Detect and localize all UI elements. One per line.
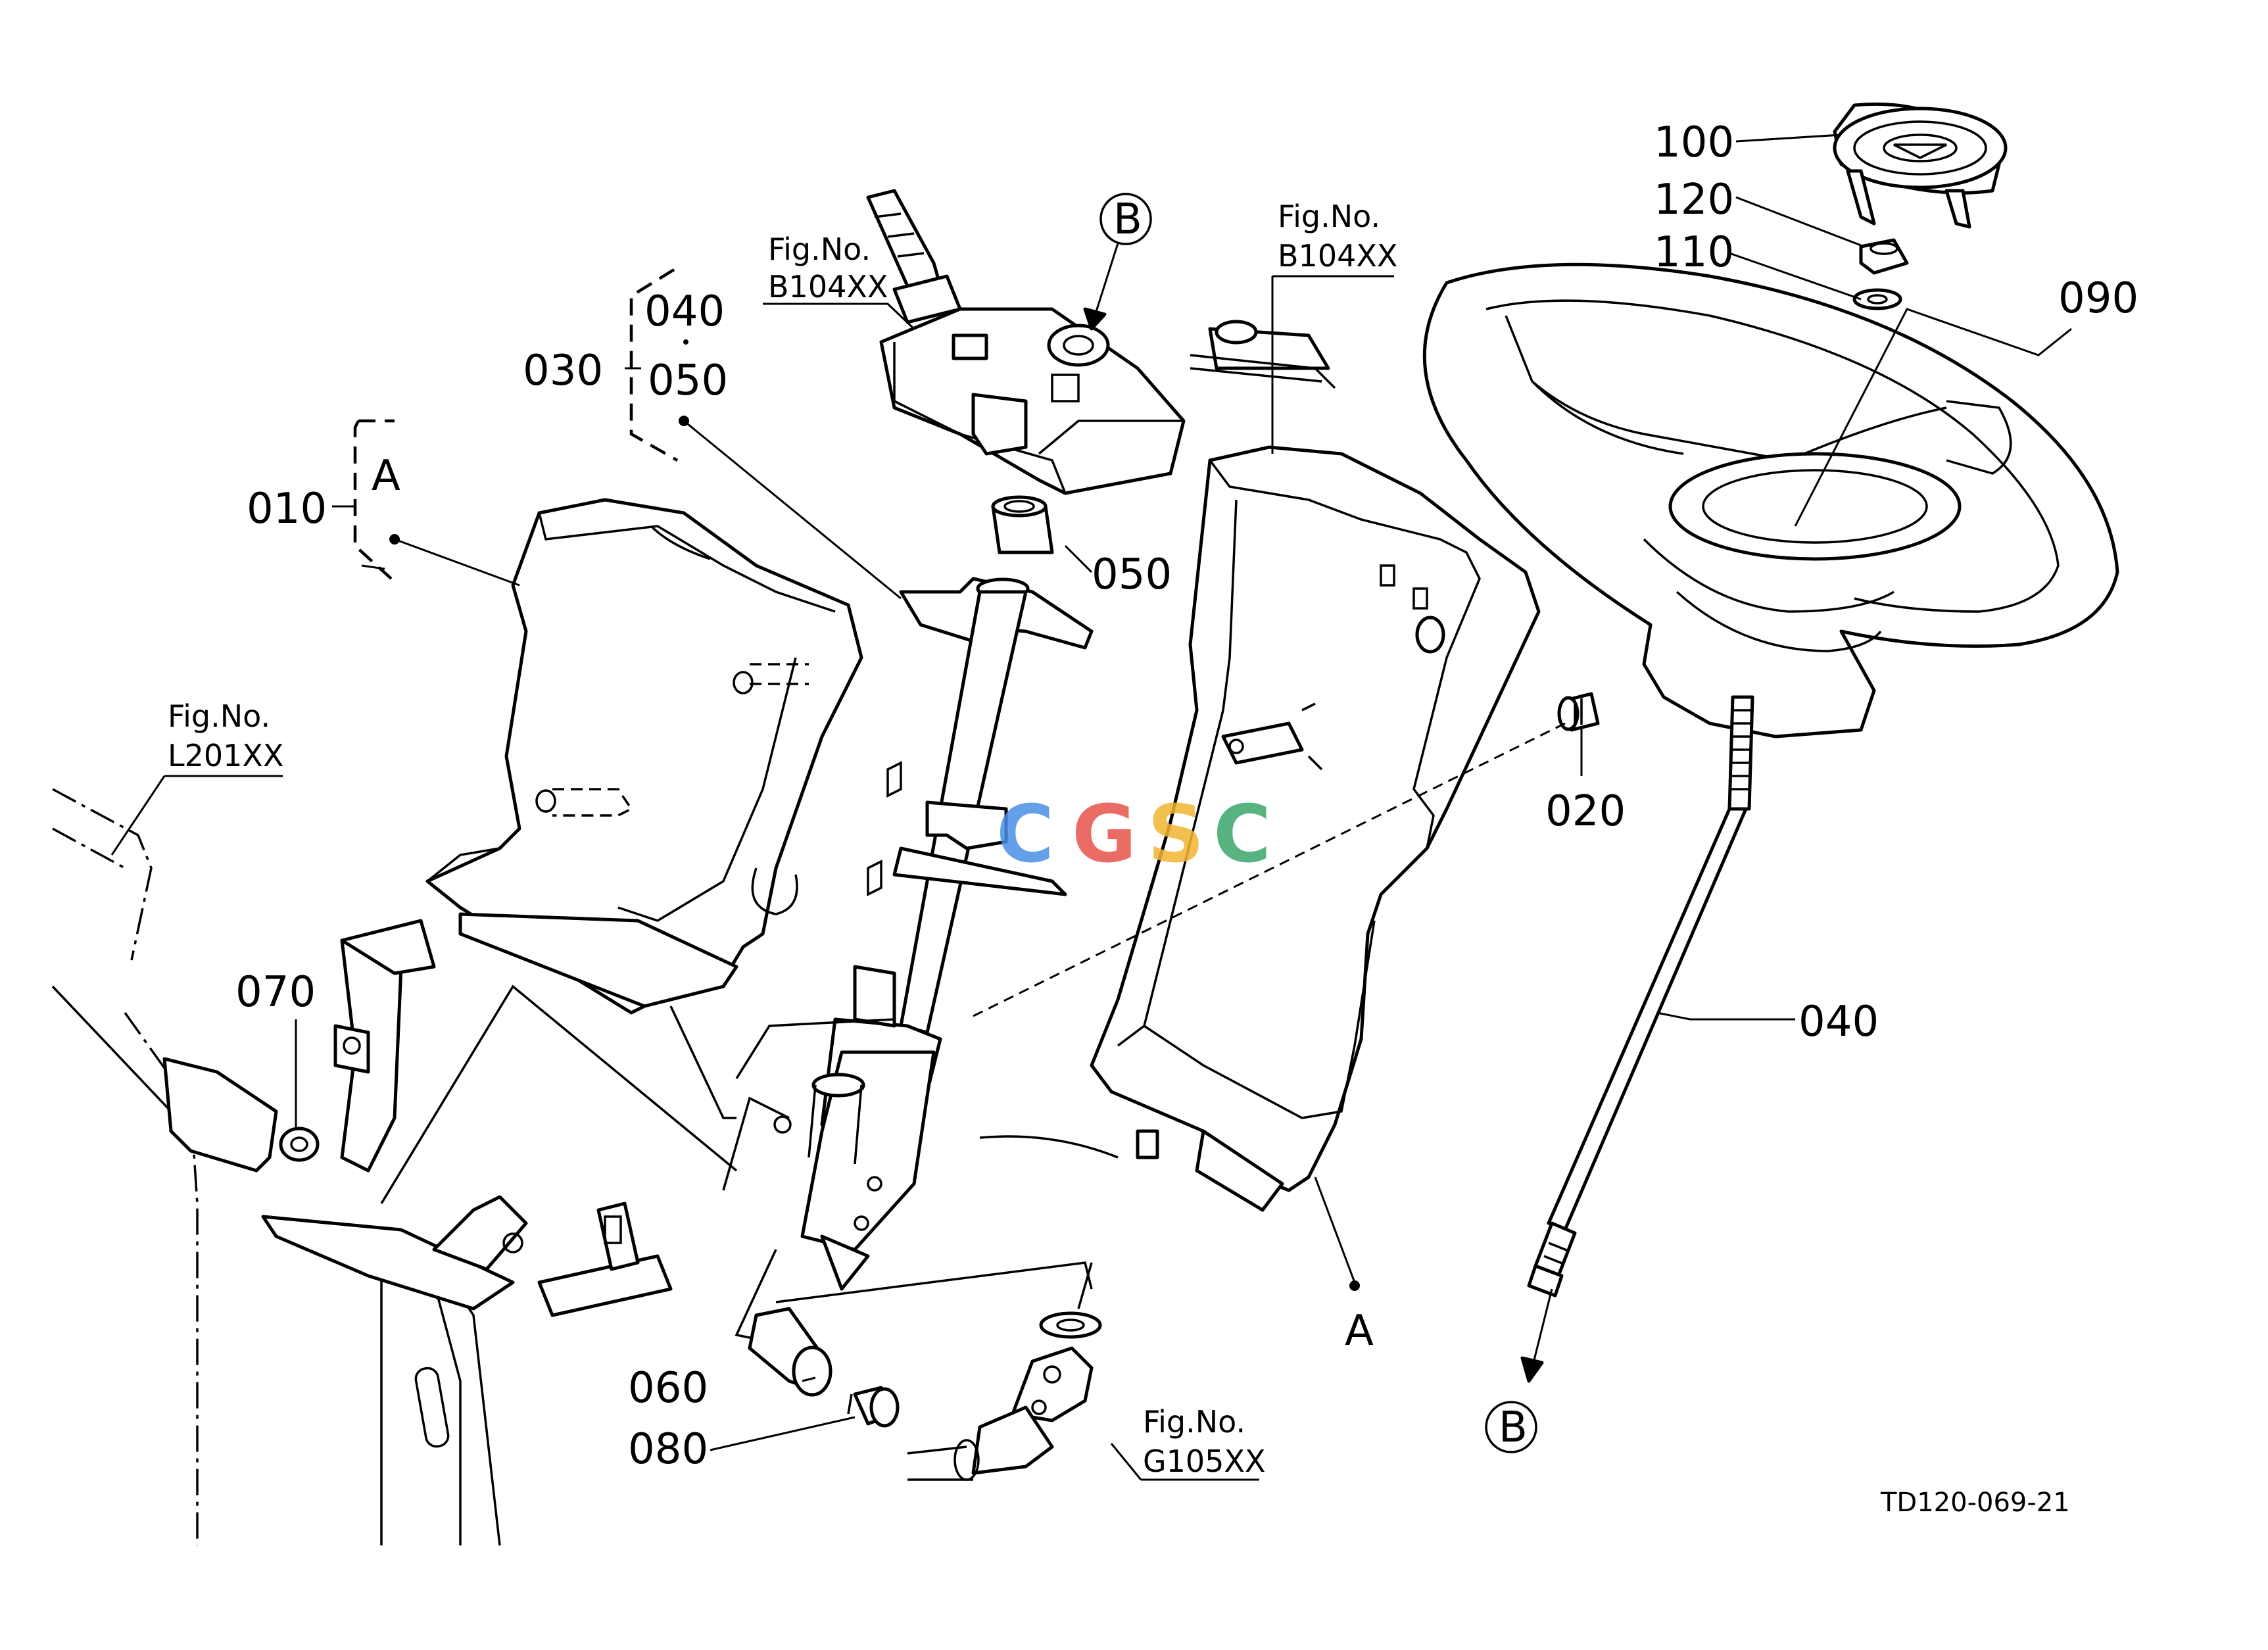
callout-080: 080 — [628, 1425, 708, 1474]
steering-wheel — [1422, 262, 2119, 739]
callout-110: 110 — [1654, 228, 1734, 277]
column-inner-panel — [1090, 320, 1541, 1212]
fig-ref-switch-number: B104XX — [768, 269, 888, 304]
fig-ref-panel-number: B104XX — [1278, 238, 1397, 274]
marker-a-top: A — [372, 452, 400, 500]
fig-ref-frame-number: L201XX — [168, 738, 283, 773]
callout-020: 020 — [1545, 787, 1626, 836]
figure-references: Fig.No. B104XX Fig.No. B104XX Fig.No. L2… — [168, 199, 1397, 1479]
fig-ref-joint-label: Fig.No. — [1143, 1404, 1245, 1440]
callout-120: 120 — [1654, 176, 1734, 224]
callout-060: 060 — [628, 1364, 708, 1413]
watermark-letter-2: G — [1072, 789, 1137, 881]
fig-ref-panel-label: Fig.No. — [1278, 199, 1380, 234]
watermark-letter-4: C — [1213, 789, 1271, 881]
marker-b-bottom: B — [1499, 1403, 1528, 1452]
callout-labels: 100 120 110 090 040 050 030 010 050 020 … — [235, 118, 2138, 1474]
bushing-and-bolt — [991, 495, 1600, 732]
fig-ref-frame-label: Fig.No. — [168, 698, 270, 734]
universal-joint — [907, 1311, 1102, 1481]
small-hardware — [279, 1127, 900, 1428]
leader-lines — [110, 133, 2072, 1481]
fig-ref-switch-label: Fig.No. — [768, 231, 871, 267]
watermark-letter-3: S — [1147, 789, 1204, 881]
fig-ref-joint-number: G105XX — [1143, 1444, 1265, 1479]
watermark-letter-1: C — [996, 789, 1054, 881]
callout-070: 070 — [235, 968, 316, 1017]
callout-050-top: 050 — [648, 356, 728, 405]
watermark: C G S C — [996, 789, 1271, 881]
callout-090: 090 — [2058, 274, 2138, 323]
horn-cap-nut-washer — [1833, 102, 2008, 310]
marker-b-top: B — [1113, 195, 1142, 244]
steering-column — [669, 577, 1119, 1343]
reference-markers: A A B B — [372, 193, 1537, 1453]
left-column-cover — [425, 498, 863, 1015]
callout-040: 040 — [1798, 998, 1879, 1046]
marker-a-bottom: A — [1345, 1307, 1374, 1355]
callout-010: 010 — [247, 485, 327, 533]
callout-030: 030 — [523, 347, 603, 395]
steering-shaft — [1527, 695, 1754, 1298]
callout-040-top: 040 — [644, 287, 725, 336]
callout-050: 050 — [1092, 550, 1172, 599]
callout-100: 100 — [1654, 118, 1734, 167]
combination-switch — [866, 189, 1186, 495]
drawing-code: TD120-069-21 — [1880, 1488, 2070, 1518]
